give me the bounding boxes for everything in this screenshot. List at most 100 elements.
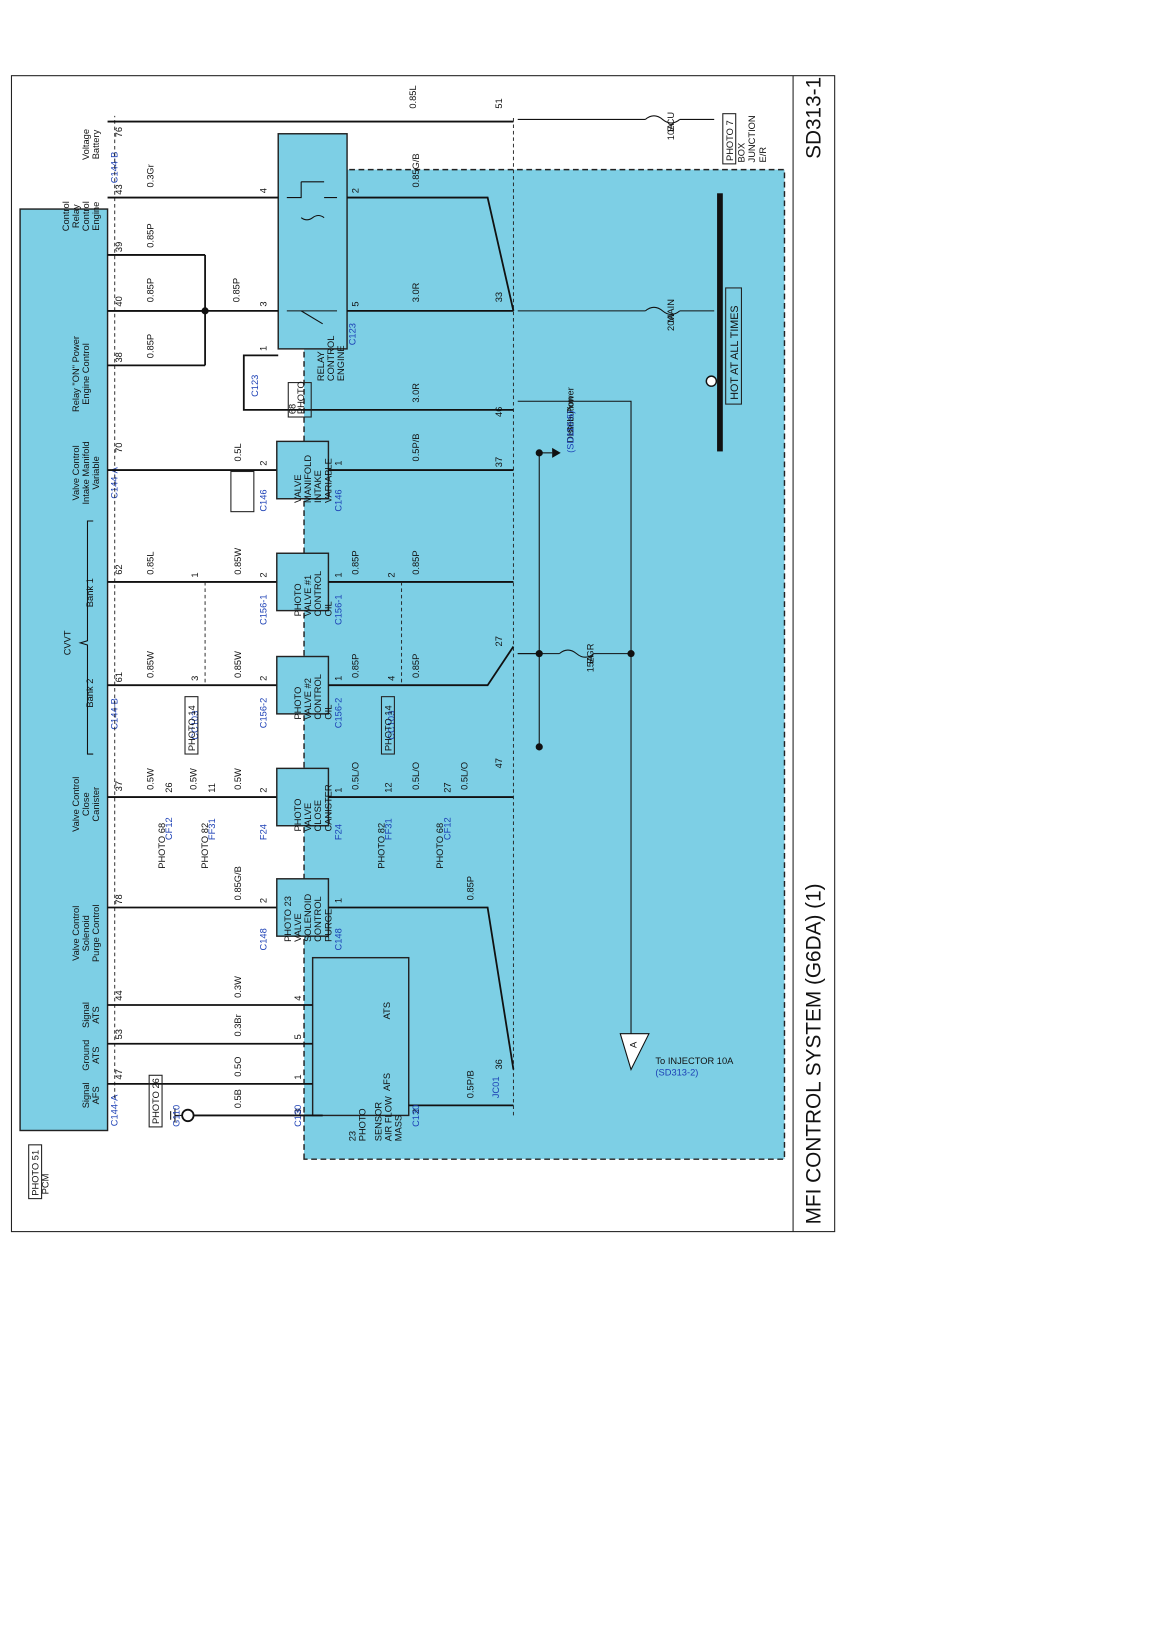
hot-at-all-times-label: HOT AT ALL TIMES	[705, 287, 742, 405]
svg-text:12: 12	[384, 782, 394, 792]
main-fuse: MAIN 20A	[517, 299, 715, 331]
svg-text:1: 1	[333, 461, 343, 466]
svg-text:Variable: Variable	[91, 456, 101, 489]
svg-text:VALVE: VALVE	[293, 913, 303, 942]
svg-text:Signal: Signal	[81, 1002, 91, 1028]
svg-text:15A: 15A	[586, 655, 596, 672]
svg-text:44: 44	[114, 990, 124, 1000]
svg-text:3: 3	[190, 676, 200, 681]
to-injector-marker: A To INJECTOR 10A (SD313-2)	[619, 1033, 734, 1077]
svg-text:JC01: JC01	[491, 1076, 501, 1098]
wire-battery-voltage: 0.85L	[107, 85, 514, 123]
svg-text:0.5L/O: 0.5L/O	[411, 762, 421, 790]
svg-text:PHOTO 51: PHOTO 51	[31, 1150, 41, 1196]
svg-text:PHOTO 23: PHOTO 23	[283, 896, 293, 942]
svg-text:Battery: Battery	[91, 129, 101, 159]
pcm-pin-ats-signal: ATS Signal 44	[81, 990, 124, 1028]
svg-text:0.5O: 0.5O	[233, 1057, 243, 1077]
svg-text:78: 78	[114, 894, 124, 904]
svg-text:51: 51	[494, 98, 504, 108]
page-frame	[10, 75, 836, 1233]
svg-text:VARIABLE: VARIABLE	[323, 458, 333, 503]
svg-text:AFS: AFS	[382, 1073, 392, 1091]
svg-text:0.85W: 0.85W	[233, 651, 243, 678]
svg-text:2: 2	[351, 188, 361, 193]
svg-text:1: 1	[333, 676, 343, 681]
svg-text:Distribution: Distribution	[566, 396, 576, 443]
svg-text:Canister: Canister	[91, 787, 101, 822]
svg-text:47: 47	[494, 758, 504, 768]
svg-text:C123: C123	[348, 323, 358, 345]
svg-text:FF31: FF31	[384, 818, 394, 840]
svg-text:Valve Control: Valve Control	[71, 777, 81, 832]
svg-text:0.3Br: 0.3Br	[233, 1014, 243, 1036]
svg-text:VALVE: VALVE	[293, 474, 303, 503]
svg-text:SENSOR: SENSOR	[373, 1102, 383, 1142]
svg-text:JUNCTION: JUNCTION	[747, 115, 757, 162]
svg-text:PHOTO: PHOTO	[358, 1108, 368, 1141]
junction-box-label: E/R JUNCTION BOX PHOTO 7	[722, 113, 768, 165]
svg-text:2: 2	[259, 788, 269, 793]
svg-text:OIL: OIL	[323, 601, 333, 616]
svg-text:Intake Manifold: Intake Manifold	[81, 441, 91, 504]
svg-text:5: 5	[351, 301, 361, 306]
svg-text:20A: 20A	[666, 314, 676, 331]
svg-text:CONTROL: CONTROL	[326, 336, 336, 382]
svg-text:47: 47	[114, 1069, 124, 1079]
svg-text:C146: C146	[333, 489, 343, 511]
svg-text:PHOTO 82: PHOTO 82	[200, 823, 210, 869]
svg-text:4: 4	[259, 188, 269, 193]
svg-text:C123: C123	[250, 375, 260, 397]
svg-text:0.85P: 0.85P	[411, 550, 421, 574]
svg-text:PCM: PCM	[41, 1174, 51, 1195]
svg-text:61: 61	[114, 672, 124, 682]
svg-text:F24: F24	[259, 824, 269, 840]
svg-text:PHOTO: PHOTO	[293, 687, 303, 720]
svg-text:0.5W: 0.5W	[145, 768, 155, 790]
pcm-label: PCM PHOTO 51	[28, 1144, 51, 1200]
svg-text:G110: G110	[171, 1105, 181, 1127]
svg-text:A: A	[629, 1041, 639, 1048]
wire-relay-on-power: 0.85P 0.85P 0.85P	[107, 223, 209, 367]
svg-text:0.85G/B: 0.85G/B	[411, 153, 421, 187]
svg-text:ECU: ECU	[666, 112, 676, 132]
svg-text:1: 1	[293, 1074, 303, 1079]
svg-text:1: 1	[190, 572, 200, 577]
svg-text:CF12: CF12	[442, 817, 452, 840]
svg-text:5: 5	[293, 1034, 303, 1039]
svg-text:46: 46	[494, 407, 504, 417]
see-power-distribution: See Power Distribution (SD110-5)	[539, 387, 576, 458]
purge-control-solenoid-valve: 0.85G/B 0.85P 2 1 C148 C148 PURGE CONTRO…	[107, 866, 515, 1070]
svg-text:Signal: Signal	[81, 1082, 91, 1108]
pcm-pin-ats-ground: ATS Ground 53	[81, 1029, 124, 1071]
svg-text:VALVE #1: VALVE #1	[303, 575, 313, 617]
svg-text:SOLENOID: SOLENOID	[303, 894, 313, 942]
svg-text:Close: Close	[81, 792, 91, 816]
svg-text:Bank 2: Bank 2	[85, 679, 95, 708]
svg-text:0.5L: 0.5L	[233, 443, 243, 461]
svg-text:PURGE: PURGE	[323, 909, 333, 942]
svg-text:Purge Control: Purge Control	[91, 905, 101, 962]
svg-text:CONTROL: CONTROL	[313, 896, 323, 942]
variable-intake-manifold-valve: 0.5L 0.5P/B 2 1 C146 C146 VARIABLE INTAK…	[107, 433, 514, 513]
svg-text:CVVT: CVVT	[62, 630, 72, 655]
svg-text:Voltage: Voltage	[81, 129, 91, 160]
svg-text:VALVE: VALVE	[303, 803, 313, 832]
connector-cc103-jb-side: 2 4 CC103 PHOTO 14	[380, 572, 403, 755]
svg-text:0.85P: 0.85P	[411, 654, 421, 678]
svg-text:CF12: CF12	[164, 817, 174, 840]
svg-text:See Power: See Power	[566, 387, 576, 433]
svg-text:27: 27	[442, 782, 452, 792]
svg-text:2: 2	[259, 461, 269, 466]
svg-text:CONTROL: CONTROL	[313, 571, 323, 617]
svg-text:0.85L: 0.85L	[145, 551, 155, 574]
svg-text:70: 70	[114, 442, 124, 452]
svg-text:To INJECTOR 10A: To INJECTOR 10A	[655, 1056, 734, 1066]
svg-text:0.5B: 0.5B	[233, 1089, 243, 1108]
svg-text:CONTROL: CONTROL	[313, 674, 323, 720]
svg-text:CC103: CC103	[190, 711, 200, 740]
svg-text:68: 68	[287, 404, 297, 414]
svg-text:OIL: OIL	[323, 705, 333, 720]
connector-ff31-b: 12 FF31 PHOTO 82	[376, 782, 393, 868]
connector-cc103-pcm-side: 1 3 CC103 PHOTO 14	[184, 572, 206, 755]
